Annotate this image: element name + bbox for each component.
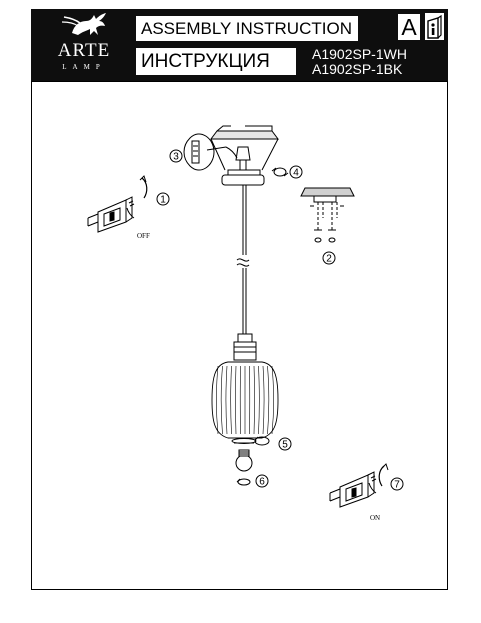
step-number: 5 — [282, 440, 288, 451]
step-number: 3 — [173, 152, 179, 163]
ceiling-mount — [206, 125, 279, 186]
griffin-icon — [61, 13, 106, 35]
wall-switch-on — [329, 463, 389, 508]
info-icon — [425, 13, 444, 40]
light-bulb — [235, 449, 253, 486]
title-russian: ИНСТРУКЦИЯ — [136, 48, 296, 75]
shade-rib — [271, 365, 274, 435]
model-numbers: A1902SP-1WH A1902SP-1BK — [312, 47, 432, 77]
connector-detail — [183, 133, 215, 171]
shade-rib — [220, 365, 223, 435]
shade-rib — [253, 365, 255, 435]
switch-on-label: ON — [370, 514, 380, 522]
brand-name: ARTE — [57, 40, 111, 61]
shade-rib — [262, 365, 265, 435]
brand-logo: ARTE LAMP — [44, 9, 124, 75]
shade-rib — [225, 365, 228, 435]
step-number: 1 — [160, 195, 166, 206]
wall-switch-off — [87, 175, 148, 233]
model-number: A1902SP-1BK — [312, 61, 403, 77]
step-number: 2 — [326, 254, 332, 265]
shade-rib — [258, 365, 260, 435]
step-markers: 1 2 3 4 5 6 7 — [156, 149, 404, 491]
brand-sub: LAMP — [62, 63, 106, 71]
category-letter: A — [398, 14, 420, 40]
step-number: 7 — [394, 480, 400, 491]
lamp-socket — [233, 333, 257, 361]
step-number: 6 — [259, 477, 265, 488]
model-number: A1902SP-1WH — [312, 46, 407, 62]
shade-rib — [230, 365, 232, 435]
mounting-plate — [300, 187, 355, 243]
pendant-cord — [236, 185, 250, 334]
shade-ring — [231, 436, 270, 446]
shade-rib — [267, 365, 270, 435]
title-english: ASSEMBLY INSTRUCTION — [136, 16, 358, 41]
shade-rib — [216, 365, 219, 435]
glass-shade — [211, 361, 279, 439]
rotate-arrow-icon — [271, 167, 289, 177]
step-number: 4 — [293, 168, 299, 179]
instruction-frame — [31, 81, 448, 590]
shade-rib — [235, 365, 237, 435]
shade-ribs — [216, 365, 274, 435]
switch-off-label: OFF — [137, 232, 150, 240]
